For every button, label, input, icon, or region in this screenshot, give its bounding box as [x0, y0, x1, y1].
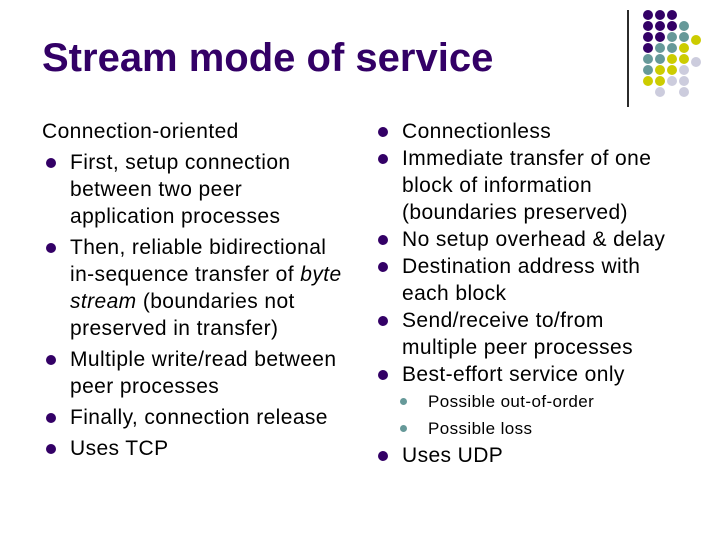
text-segment: Then, reliable bidirectional in-sequence… — [70, 236, 327, 286]
sub-bullet-item: Possible loss — [374, 415, 716, 442]
dot — [655, 87, 665, 97]
bullet-item: First, setup connection between two peer… — [42, 149, 358, 230]
bullet-cell — [374, 118, 402, 137]
decorative-vertical-line — [627, 10, 629, 107]
slide-title: Stream mode of service — [42, 36, 494, 80]
bullet-icon — [46, 444, 56, 454]
dot — [643, 54, 653, 64]
dot — [679, 87, 689, 97]
dot — [679, 32, 689, 42]
dot — [679, 65, 689, 75]
bullet-cell — [374, 253, 402, 272]
dot — [679, 76, 689, 86]
bullet-item: Send/receive to/from multiple peer proce… — [374, 307, 716, 361]
bullet-item-text: Uses UDP — [402, 444, 504, 467]
bullet-icon — [378, 451, 388, 461]
left-column-header: Connection-oriented — [42, 120, 239, 143]
bullet-item-text: Uses TCP — [70, 437, 169, 460]
bullet-item-text: Best-effort service only — [402, 363, 625, 386]
dot — [655, 65, 665, 75]
dot — [655, 76, 665, 86]
dot — [655, 32, 665, 42]
sub-bullet-icon — [400, 398, 407, 405]
bullet-icon — [46, 158, 56, 168]
right-column: Connectionless Immediate transfer of one… — [374, 118, 716, 469]
dot — [667, 21, 677, 31]
bullet-item: Connectionless — [374, 118, 716, 145]
bullet-cell — [42, 149, 70, 168]
dot — [643, 21, 653, 31]
sub-bullet-icon — [400, 425, 407, 432]
bullet-cell — [396, 388, 428, 405]
bullet-cell — [42, 346, 70, 365]
dot — [643, 43, 653, 53]
bullet-cell — [42, 404, 70, 423]
bullet-item-text: Multiple write/read between peer process… — [70, 348, 337, 398]
bullet-item: Uses TCP — [42, 435, 358, 462]
bullet-icon — [46, 355, 56, 365]
dot — [643, 65, 653, 75]
sub-bullet-item-text: Possible out-of-order — [428, 392, 595, 411]
bullet-item-text: Destination address with each block — [402, 255, 641, 305]
bullet-item: Uses UDP — [374, 442, 716, 469]
bullet-cell — [374, 307, 402, 326]
dot — [655, 54, 665, 64]
dot — [679, 54, 689, 64]
bullet-icon — [46, 413, 56, 423]
bullet-item: Finally, connection release — [42, 404, 358, 431]
bullet-cell — [42, 435, 70, 454]
dot — [667, 10, 677, 20]
dot — [655, 43, 665, 53]
bullet-item: Best-effort service only — [374, 361, 716, 388]
dot — [667, 76, 677, 86]
bullet-cell — [42, 234, 70, 253]
bullet-cell — [374, 361, 402, 380]
bullet-item-text: Finally, connection release — [70, 406, 328, 429]
bullet-icon — [378, 127, 388, 137]
sub-bullet-item-text: Possible loss — [428, 419, 533, 438]
dot — [691, 35, 701, 45]
dot — [691, 57, 701, 67]
bullet-item-text: Immediate transfer of one block of infor… — [402, 147, 652, 224]
bullet-icon — [46, 243, 56, 253]
sub-bullet-item: Possible out-of-order — [374, 388, 716, 415]
bullet-icon — [378, 262, 388, 272]
bullet-item: Destination address with each block — [374, 253, 716, 307]
bullet-item-text: First, setup connection between two peer… — [70, 151, 291, 228]
dots-decoration — [643, 10, 703, 98]
bullet-cell — [374, 226, 402, 245]
dot — [643, 10, 653, 20]
bullet-item: Multiple write/read between peer process… — [42, 346, 358, 400]
dot — [667, 43, 677, 53]
bullet-item: Immediate transfer of one block of infor… — [374, 145, 716, 226]
bullet-icon — [378, 154, 388, 164]
dot — [679, 21, 689, 31]
text-segment: (boundaries not preserved in transfer) — [70, 290, 295, 340]
bullet-item-text: Then, reliable bidirectional in-sequence… — [70, 234, 342, 342]
bullet-icon — [378, 235, 388, 245]
bullet-item: Then, reliable bidirectional in-sequence… — [42, 234, 358, 342]
text-segment-italic: byte stream — [70, 263, 342, 313]
dot — [643, 32, 653, 42]
bullet-cell — [396, 415, 428, 432]
dot — [679, 43, 689, 53]
dot — [655, 21, 665, 31]
dot — [643, 76, 653, 86]
bullet-icon — [378, 316, 388, 326]
bullet-item-text: Connectionless — [402, 120, 552, 143]
dot — [667, 54, 677, 64]
left-column: Connection-oriented First, setup connect… — [42, 118, 358, 462]
bullet-cell — [374, 145, 402, 164]
bullet-item: No setup overhead & delay — [374, 226, 716, 253]
bullet-icon — [378, 370, 388, 380]
bullet-item-text: Send/receive to/from multiple peer proce… — [402, 309, 633, 359]
dot — [667, 32, 677, 42]
bullet-item-text: No setup overhead & delay — [402, 228, 666, 251]
bullet-cell — [374, 442, 402, 461]
dot — [655, 10, 665, 20]
dot — [667, 65, 677, 75]
